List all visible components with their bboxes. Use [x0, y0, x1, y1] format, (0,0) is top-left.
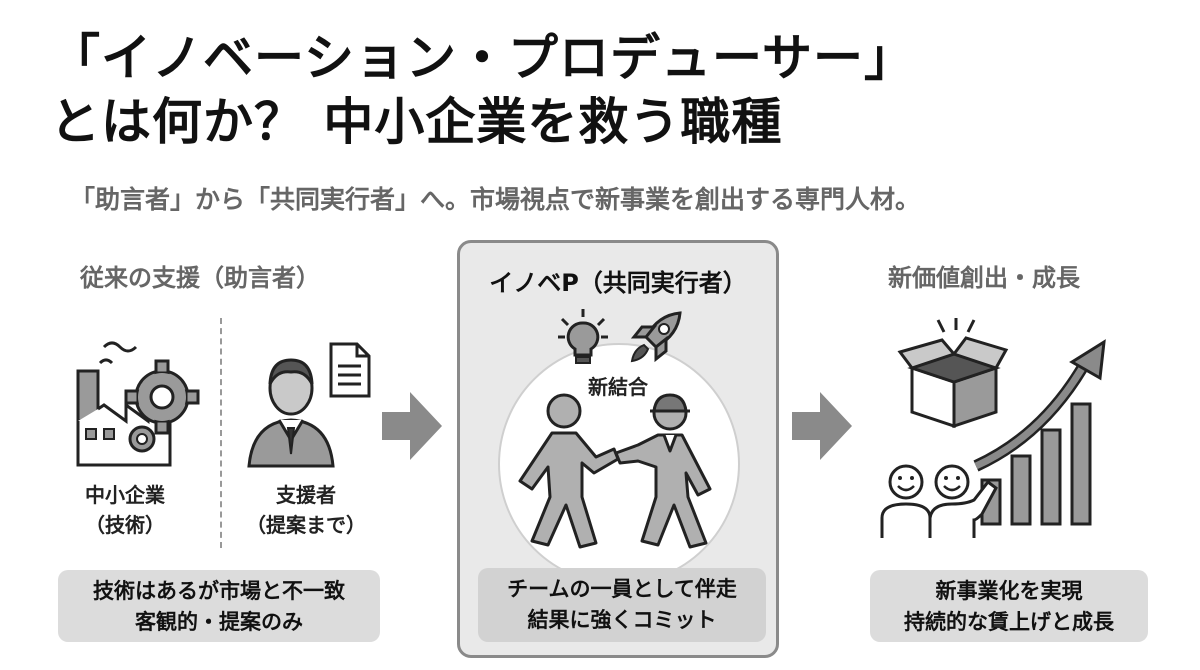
page-title: 「イノベーション・プロデューサー」 とは何か？ 中小企業を救う職種 [50, 26, 1150, 154]
open-box-icon [897, 318, 1009, 430]
supporter-label-line-1: 支援者 [276, 483, 336, 507]
right-summary-line-1: 新事業化を実現 [935, 579, 1083, 603]
sme-label: 中小企業 （技術） [60, 480, 190, 540]
supporter-label-line-2: （提案まで） [246, 513, 366, 537]
center-summary-line-2: 結果に強くコミット [527, 608, 717, 632]
left-column-heading: 従来の支援（助言者） [80, 264, 320, 292]
lightbulb-icon [558, 309, 608, 365]
flow-arrow-2 [792, 392, 852, 464]
subtitle: 「助言者」から「共同実行者」へ。市場視点で新事業を創出する専門人材。 [70, 185, 921, 214]
center-column-heading: イノベP（共同実行者） [489, 269, 747, 297]
sme-label-line-2: （技術） [85, 513, 165, 537]
handshake-people-icon [510, 393, 730, 553]
businessman-document-icon [245, 340, 375, 470]
sme-label-line-1: 中小企業 [85, 483, 165, 507]
rocket-icon [628, 309, 684, 365]
center-summary-line-1: チームの一員として伴走 [507, 577, 737, 601]
title-line-1: 「イノベーション・プロデューサー」 [50, 29, 915, 87]
title-line-2: とは何か？ 中小企業を救う職種 [50, 93, 783, 151]
left-summary-box: 技術はあるが市場と不一致 客観的・提案のみ [58, 570, 380, 642]
factory-gear-icon [70, 335, 200, 470]
center-summary-box: チームの一員として伴走 結果に強くコミット [478, 568, 766, 642]
flow-arrow-1 [382, 392, 442, 464]
left-summary-line-2: 客観的・提案のみ [135, 610, 303, 634]
divider-dashed [220, 318, 222, 548]
smiling-people-icon [878, 460, 1008, 540]
right-summary-box: 新事業化を実現 持続的な賃上げと成長 [870, 570, 1148, 642]
right-summary-line-2: 持続的な賃上げと成長 [904, 610, 1114, 634]
right-column-heading: 新価値創出・成長 [888, 264, 1080, 292]
left-summary-line-1: 技術はあるが市場と不一致 [93, 579, 345, 603]
new-bond-label: 新結合 [588, 375, 648, 399]
supporter-label: 支援者 （提案まで） [236, 480, 376, 540]
